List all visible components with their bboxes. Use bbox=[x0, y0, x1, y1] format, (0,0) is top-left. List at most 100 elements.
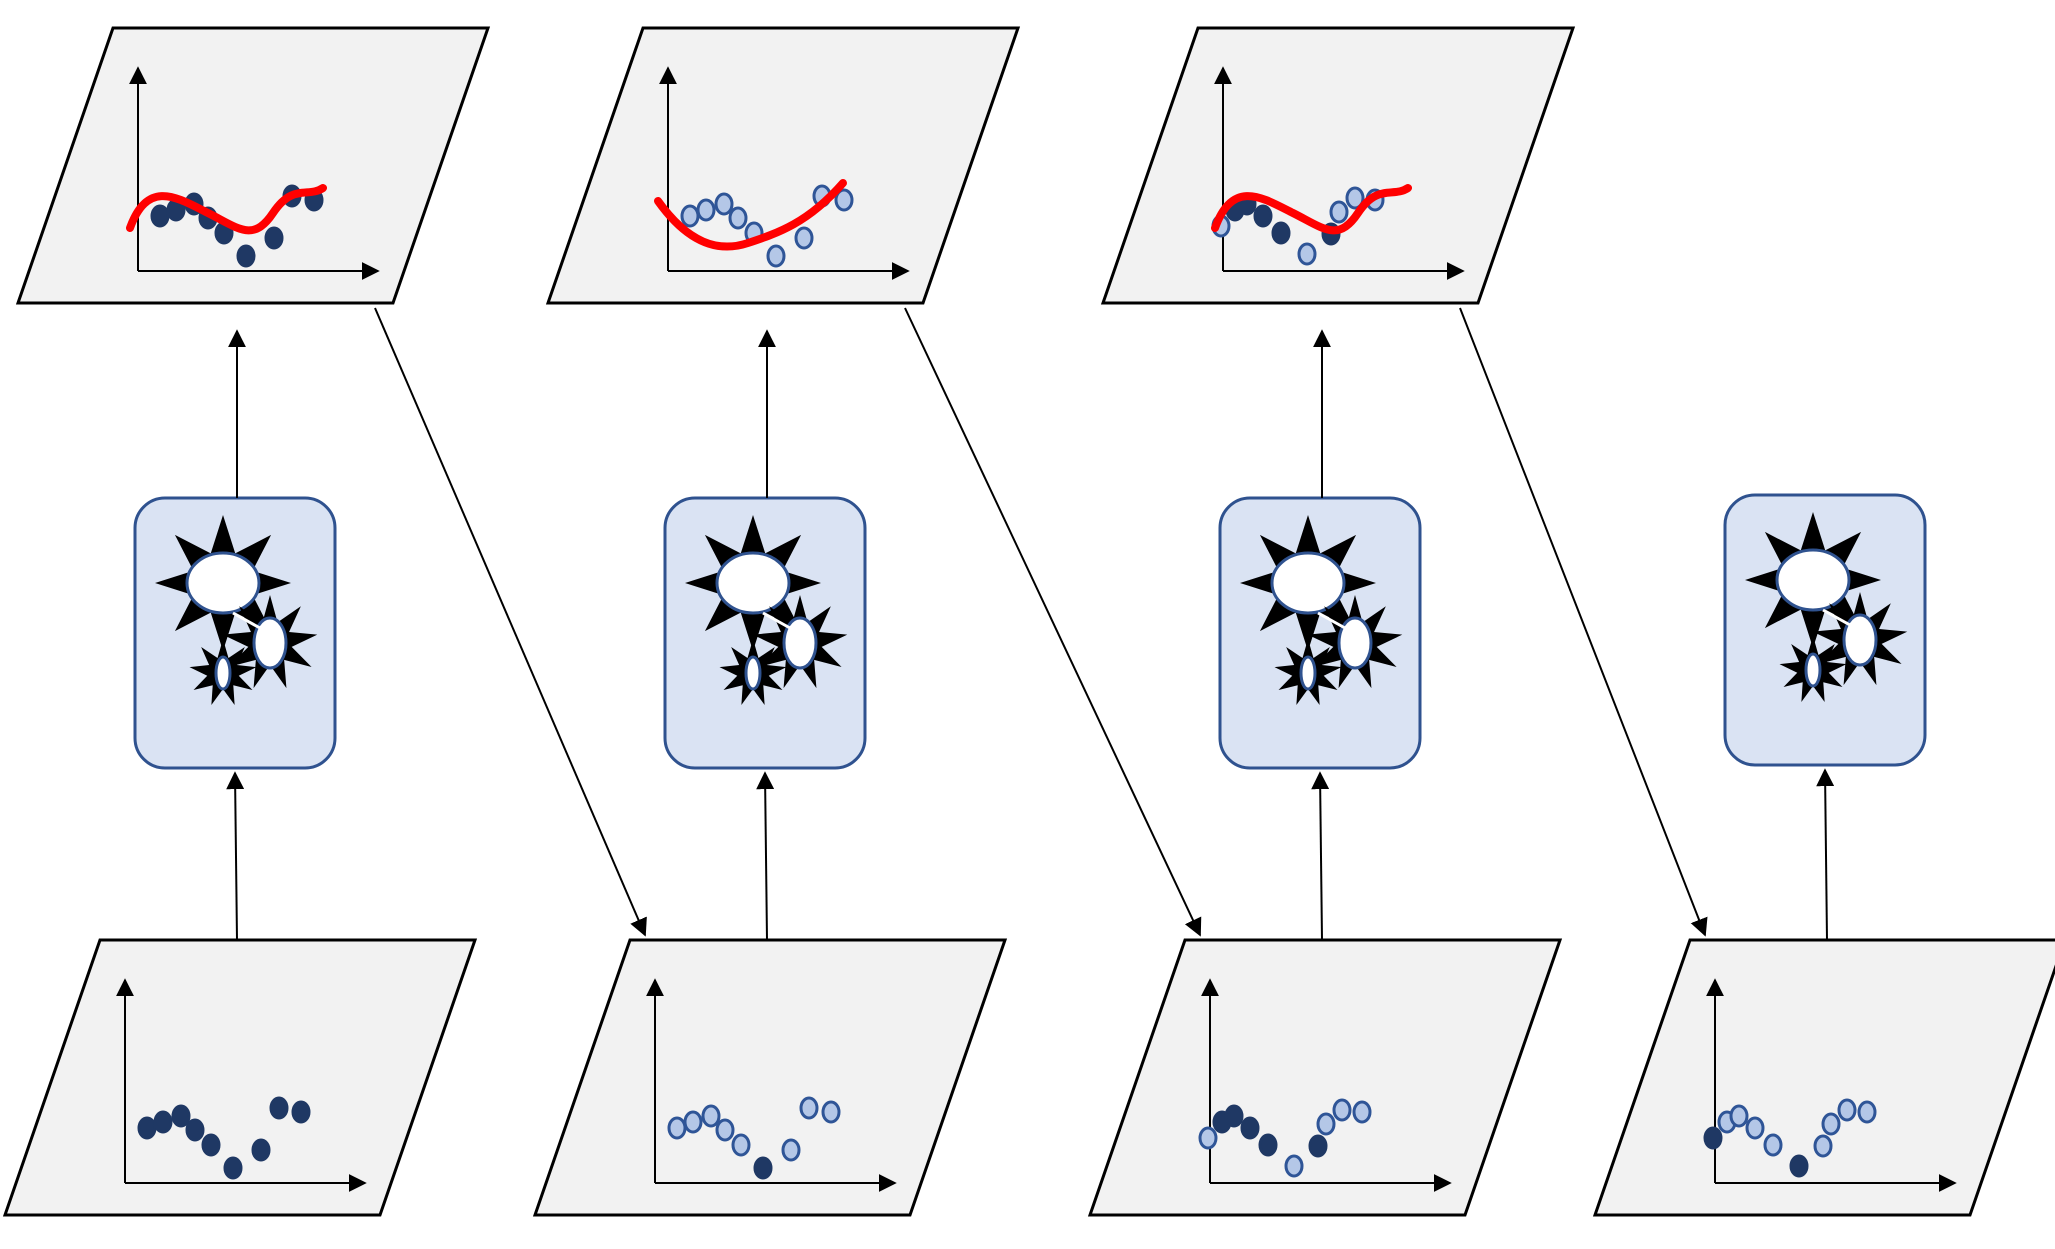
input-panel bbox=[1087, 938, 1563, 1217]
gear-hub bbox=[252, 616, 288, 670]
gear-hub bbox=[185, 551, 261, 615]
weak-learner bbox=[1218, 496, 1422, 770]
gear-link bbox=[762, 611, 791, 630]
data-point bbox=[1345, 186, 1365, 210]
input-panel bbox=[1592, 938, 2055, 1217]
gear-hub bbox=[1337, 616, 1373, 670]
gear-link bbox=[1317, 611, 1346, 630]
gear-hub bbox=[1842, 613, 1878, 667]
gear-link bbox=[1822, 608, 1851, 627]
data-point bbox=[1745, 1116, 1765, 1140]
gear-hub bbox=[1270, 551, 1346, 615]
arrow-to-next-stage bbox=[374, 307, 647, 937]
data-point bbox=[1352, 1100, 1372, 1124]
gear-hub bbox=[214, 655, 232, 691]
data-point bbox=[1198, 1126, 1218, 1150]
data-point bbox=[153, 1110, 173, 1134]
panel-shape bbox=[545, 26, 1021, 305]
panel-shape bbox=[2, 938, 478, 1217]
data-point bbox=[1857, 1100, 1877, 1124]
data-point bbox=[291, 1100, 311, 1124]
fit-curve bbox=[1211, 184, 1412, 235]
data-point bbox=[150, 204, 170, 228]
gears-icon bbox=[1240, 515, 1403, 705]
arrow-to-next-stage bbox=[904, 307, 1202, 937]
data-point bbox=[781, 1138, 801, 1162]
output-panel bbox=[545, 26, 1021, 305]
data-point bbox=[1329, 200, 1349, 224]
data-point bbox=[1821, 1112, 1841, 1136]
data-point bbox=[834, 188, 854, 212]
data-point bbox=[1297, 242, 1317, 266]
data-point bbox=[753, 1156, 773, 1180]
data-point bbox=[223, 1156, 243, 1180]
arrow-input-to-learner bbox=[226, 771, 245, 941]
learner-box bbox=[1723, 493, 1927, 767]
gears-icon bbox=[155, 515, 318, 705]
gear-hub bbox=[744, 655, 762, 691]
data-point bbox=[1703, 1126, 1723, 1150]
data-point bbox=[728, 206, 748, 230]
xy-axes-icon bbox=[659, 66, 910, 280]
xy-axes-icon bbox=[646, 978, 897, 1192]
data-point bbox=[701, 1104, 721, 1128]
data-point bbox=[201, 1133, 221, 1157]
data-point bbox=[821, 1100, 841, 1124]
data-point bbox=[683, 1110, 703, 1134]
data-point bbox=[137, 1116, 157, 1140]
data-point bbox=[667, 1116, 687, 1140]
data-point bbox=[766, 244, 786, 268]
gears-icon bbox=[1745, 512, 1908, 702]
gear-hub bbox=[1804, 652, 1822, 688]
data-point bbox=[1332, 1098, 1352, 1122]
learner-box bbox=[663, 496, 867, 770]
gear-hub bbox=[1299, 655, 1317, 691]
data-point bbox=[1789, 1154, 1809, 1178]
gears-icon bbox=[685, 515, 848, 705]
arrow-input-to-learner bbox=[1816, 768, 1835, 941]
panel-shape bbox=[1592, 938, 2055, 1217]
output-panel bbox=[1100, 26, 1576, 305]
panel-shape bbox=[532, 938, 1008, 1217]
panel-shape bbox=[15, 26, 491, 305]
data-point bbox=[1240, 1116, 1260, 1140]
data-point bbox=[1284, 1154, 1304, 1178]
arrow-input-to-learner bbox=[1311, 771, 1330, 941]
input-panel bbox=[2, 938, 478, 1217]
data-point bbox=[269, 1096, 289, 1120]
gear-hub bbox=[715, 551, 791, 615]
weak-learner bbox=[663, 496, 867, 770]
data-point bbox=[1316, 1112, 1336, 1136]
arrow-input-to-learner bbox=[756, 771, 775, 941]
data-point bbox=[185, 1118, 205, 1142]
gear-hub bbox=[1775, 548, 1851, 612]
data-point bbox=[715, 1118, 735, 1142]
data-point bbox=[731, 1133, 751, 1157]
xy-axes-icon bbox=[129, 66, 380, 280]
data-point bbox=[1729, 1104, 1749, 1128]
learner-box bbox=[133, 496, 337, 770]
data-point bbox=[680, 204, 700, 228]
panel-shape bbox=[1100, 26, 1576, 305]
xy-axes-icon bbox=[116, 978, 367, 1192]
fit-curve bbox=[126, 184, 327, 235]
data-point bbox=[236, 244, 256, 268]
data-point bbox=[696, 198, 716, 222]
data-point bbox=[264, 226, 284, 250]
data-point bbox=[799, 1096, 819, 1120]
weak-learner bbox=[133, 496, 337, 770]
data-point bbox=[1253, 204, 1273, 228]
gear-link bbox=[232, 611, 261, 630]
input-panel bbox=[532, 938, 1008, 1217]
data-point bbox=[1308, 1134, 1328, 1158]
fit-curve bbox=[654, 179, 847, 251]
data-point bbox=[1258, 1133, 1278, 1157]
data-point bbox=[1271, 221, 1291, 245]
arrow-to-next-stage bbox=[1459, 307, 1708, 937]
data-point bbox=[1837, 1098, 1857, 1122]
data-point bbox=[794, 226, 814, 250]
gear-hub bbox=[782, 616, 818, 670]
data-point bbox=[171, 1104, 191, 1128]
data-point bbox=[1763, 1133, 1783, 1157]
